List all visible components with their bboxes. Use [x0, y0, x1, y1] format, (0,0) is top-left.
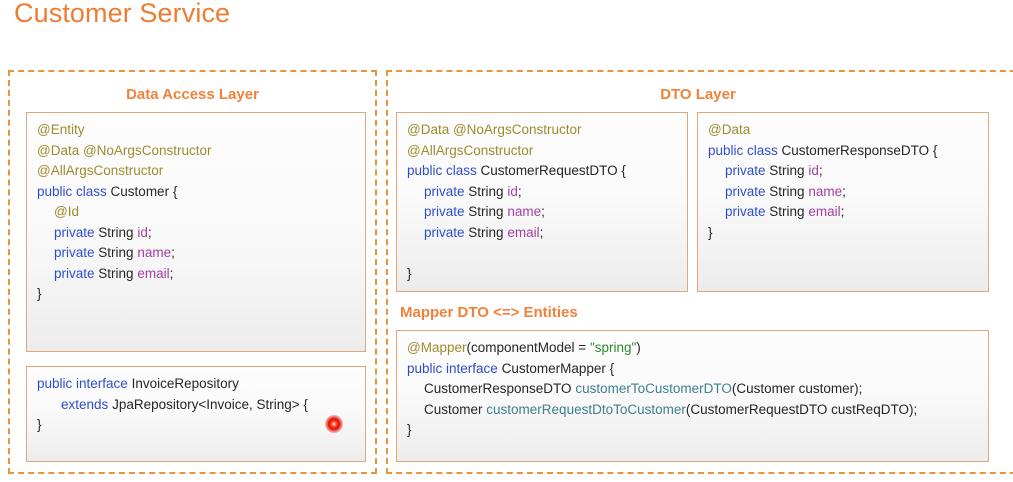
- code-field-email: email: [507, 224, 540, 240]
- code-keyword-private: private: [424, 183, 465, 199]
- code-method-args: (CustomerRequestDTO custReqDTO);: [685, 401, 918, 417]
- code-blank-line: [407, 243, 677, 264]
- code-line-data-annotation: @Data: [708, 122, 751, 137]
- code-keyword-public-class: public class: [708, 142, 778, 158]
- code-semicolon: ;: [840, 204, 845, 219]
- code-mapper-annotation: @Mapper: [407, 340, 467, 355]
- code-field-email: email: [808, 204, 841, 219]
- code-method-customerrequestdtotocustomer: customerRequestDtoToCustomer: [486, 401, 686, 417]
- code-string-spring: "spring": [589, 340, 637, 355]
- code-closing-brace: }: [708, 224, 713, 240]
- code-method-args: (Customer customer);: [731, 381, 863, 396]
- code-keyword-private: private: [725, 163, 766, 178]
- code-line-allargs-annotation: @AllArgsConstructor: [407, 142, 534, 158]
- code-type-string: String: [468, 224, 504, 240]
- code-line-id-annotation: @Id: [54, 204, 79, 219]
- panel-header-data-access-layer: Data Access Layer: [126, 86, 259, 103]
- code-keyword-public-class: public class: [37, 183, 107, 199]
- code-closing-brace: }: [37, 286, 42, 301]
- code-type-string: String: [98, 245, 134, 260]
- code-field-name: name: [507, 204, 542, 219]
- code-keyword-private: private: [54, 224, 95, 240]
- panel-data-access-layer: Data Access Layer: [8, 70, 377, 474]
- code-keyword-public-interface: public interface: [407, 360, 498, 376]
- code-classname-customerrequestdto: CustomerRequestDTO {: [480, 163, 626, 178]
- code-field-email: email: [137, 265, 170, 281]
- code-line-entity-annotation: @Entity: [37, 122, 85, 137]
- code-semicolon: ;: [517, 183, 522, 199]
- code-return-type-customer: Customer: [424, 401, 487, 417]
- code-semicolon: ;: [171, 245, 175, 260]
- code-type-string: String: [468, 204, 504, 219]
- code-keyword-private: private: [54, 245, 95, 260]
- code-semicolon: ;: [539, 224, 544, 240]
- code-type-string: String: [769, 163, 805, 178]
- code-box-customer-request-dto: @Data @NoArgsConstructor @AllArgsConstru…: [396, 112, 688, 292]
- code-field-id: id: [137, 224, 148, 240]
- code-box-invoice-repository: public interface InvoiceRepository exten…: [26, 366, 366, 462]
- code-box-customer-mapper: @Mapper(componentModel = "spring") publi…: [396, 330, 989, 462]
- code-classname-customerresponsedto: CustomerResponseDTO {: [781, 142, 938, 158]
- laser-pointer-dot: [325, 415, 343, 433]
- code-field-name: name: [808, 183, 843, 199]
- code-type-string: String: [769, 204, 805, 219]
- code-keyword-private: private: [725, 204, 766, 219]
- code-keyword-private: private: [424, 224, 465, 240]
- code-method-customertocustomerdto: customerToCustomerDTO: [575, 381, 732, 396]
- code-closing-brace: }: [407, 422, 412, 437]
- panel-dto-layer: DTO Layer: [386, 70, 1013, 474]
- code-box-customer-response-dto: @Data public class CustomerResponseDTO {…: [697, 112, 989, 292]
- code-type-string: String: [769, 183, 805, 199]
- code-mapper-attr-open: (componentModel =: [466, 340, 590, 355]
- code-interfacename-customermapper: CustomerMapper {: [501, 360, 615, 376]
- code-box-customer-entity: @Entity @Data @NoArgsConstructor @AllArg…: [26, 112, 366, 352]
- code-line-data-noargs-annotation: @Data @NoArgsConstructor: [407, 122, 582, 137]
- code-classname-customer: Customer {: [110, 183, 178, 199]
- code-field-id: id: [507, 183, 518, 199]
- code-type-string: String: [98, 224, 134, 240]
- code-interfacename-invoicerepository: InvoiceRepository: [131, 376, 239, 391]
- code-mapper-attr-close: ): [636, 340, 641, 355]
- code-closing-brace: }: [407, 265, 412, 281]
- code-semicolon: ;: [541, 204, 545, 219]
- code-keyword-extends: extends: [61, 396, 109, 412]
- code-closing-brace: }: [37, 417, 42, 432]
- code-supertype-jparepository: JpaRepository<Invoice, String> {: [112, 396, 308, 412]
- code-keyword-public-interface: public interface: [37, 376, 128, 391]
- code-semicolon: ;: [842, 183, 846, 199]
- code-line-allargs-annotation: @AllArgsConstructor: [37, 163, 164, 178]
- code-type-string: String: [98, 265, 134, 281]
- code-type-string: String: [468, 183, 504, 199]
- page-title: Customer Service: [14, 0, 231, 28]
- code-keyword-private: private: [725, 183, 766, 199]
- code-semicolon: ;: [818, 163, 823, 178]
- code-field-name: name: [137, 245, 172, 260]
- code-keyword-private: private: [54, 265, 95, 281]
- code-line-data-noargs-annotation: @Data @NoArgsConstructor: [37, 142, 212, 158]
- panel-header-dto-layer: DTO Layer: [660, 86, 736, 103]
- code-return-type-customerresponsedto: CustomerResponseDTO: [424, 381, 576, 396]
- mapper-section-title: Mapper DTO <=> Entities: [400, 304, 578, 321]
- code-semicolon: ;: [169, 265, 174, 281]
- code-keyword-private: private: [424, 204, 465, 219]
- code-keyword-public-class: public class: [407, 163, 477, 178]
- code-semicolon: ;: [147, 224, 152, 240]
- code-field-id: id: [808, 163, 819, 178]
